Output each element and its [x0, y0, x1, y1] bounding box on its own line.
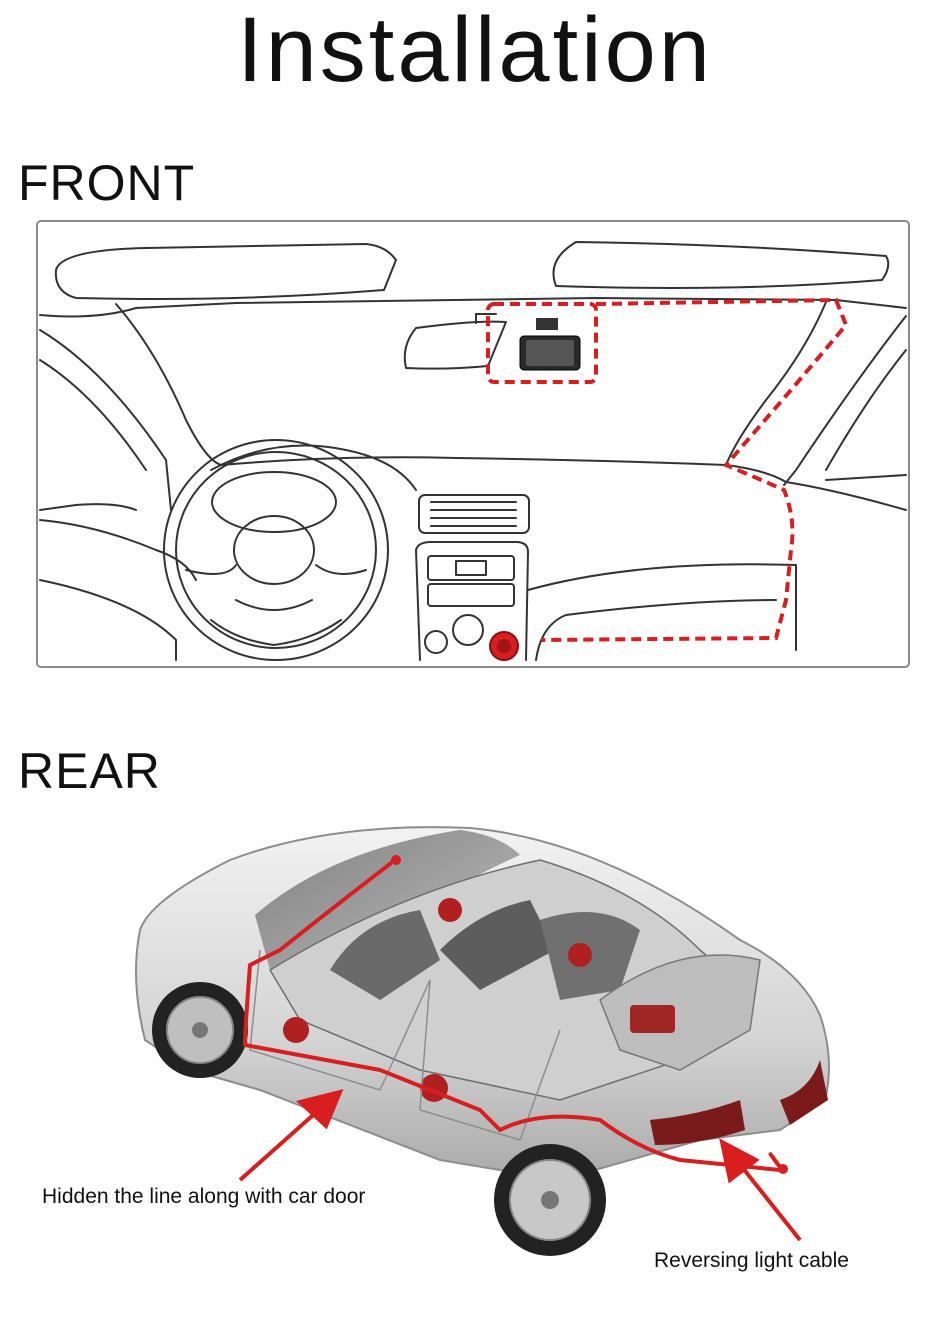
cable-route-rear: [243, 855, 788, 1174]
door-line-caption: Hidden the line along with car door: [42, 1185, 366, 1208]
power-socket-icon: [489, 631, 519, 661]
center-vent: [418, 494, 530, 534]
page-title: Installation: [237, 0, 713, 101]
right-sun-visor: [552, 241, 890, 289]
arrow-door-line: [238, 1089, 344, 1182]
front-section-label: FRONT: [18, 155, 196, 211]
steering-wheel-outer: [163, 439, 389, 661]
rear-view-mirror: [403, 320, 507, 370]
left-sun-visor: [54, 243, 397, 300]
reversing-cable-caption: Reversing light cable: [654, 1249, 849, 1272]
front-interior-diagram: [36, 220, 910, 668]
radio-unit: [427, 555, 515, 581]
rear-section-label: REAR: [18, 743, 161, 799]
steering-hub: [233, 515, 315, 585]
arrow-reversing-cable: [719, 1138, 802, 1242]
cable-route-front: [486, 297, 849, 642]
dash-cam-icon: [519, 318, 581, 371]
car-body: [135, 826, 830, 1256]
dash-cam-highlight-box: [486, 302, 598, 384]
rear-car-diagram: [135, 826, 830, 1256]
